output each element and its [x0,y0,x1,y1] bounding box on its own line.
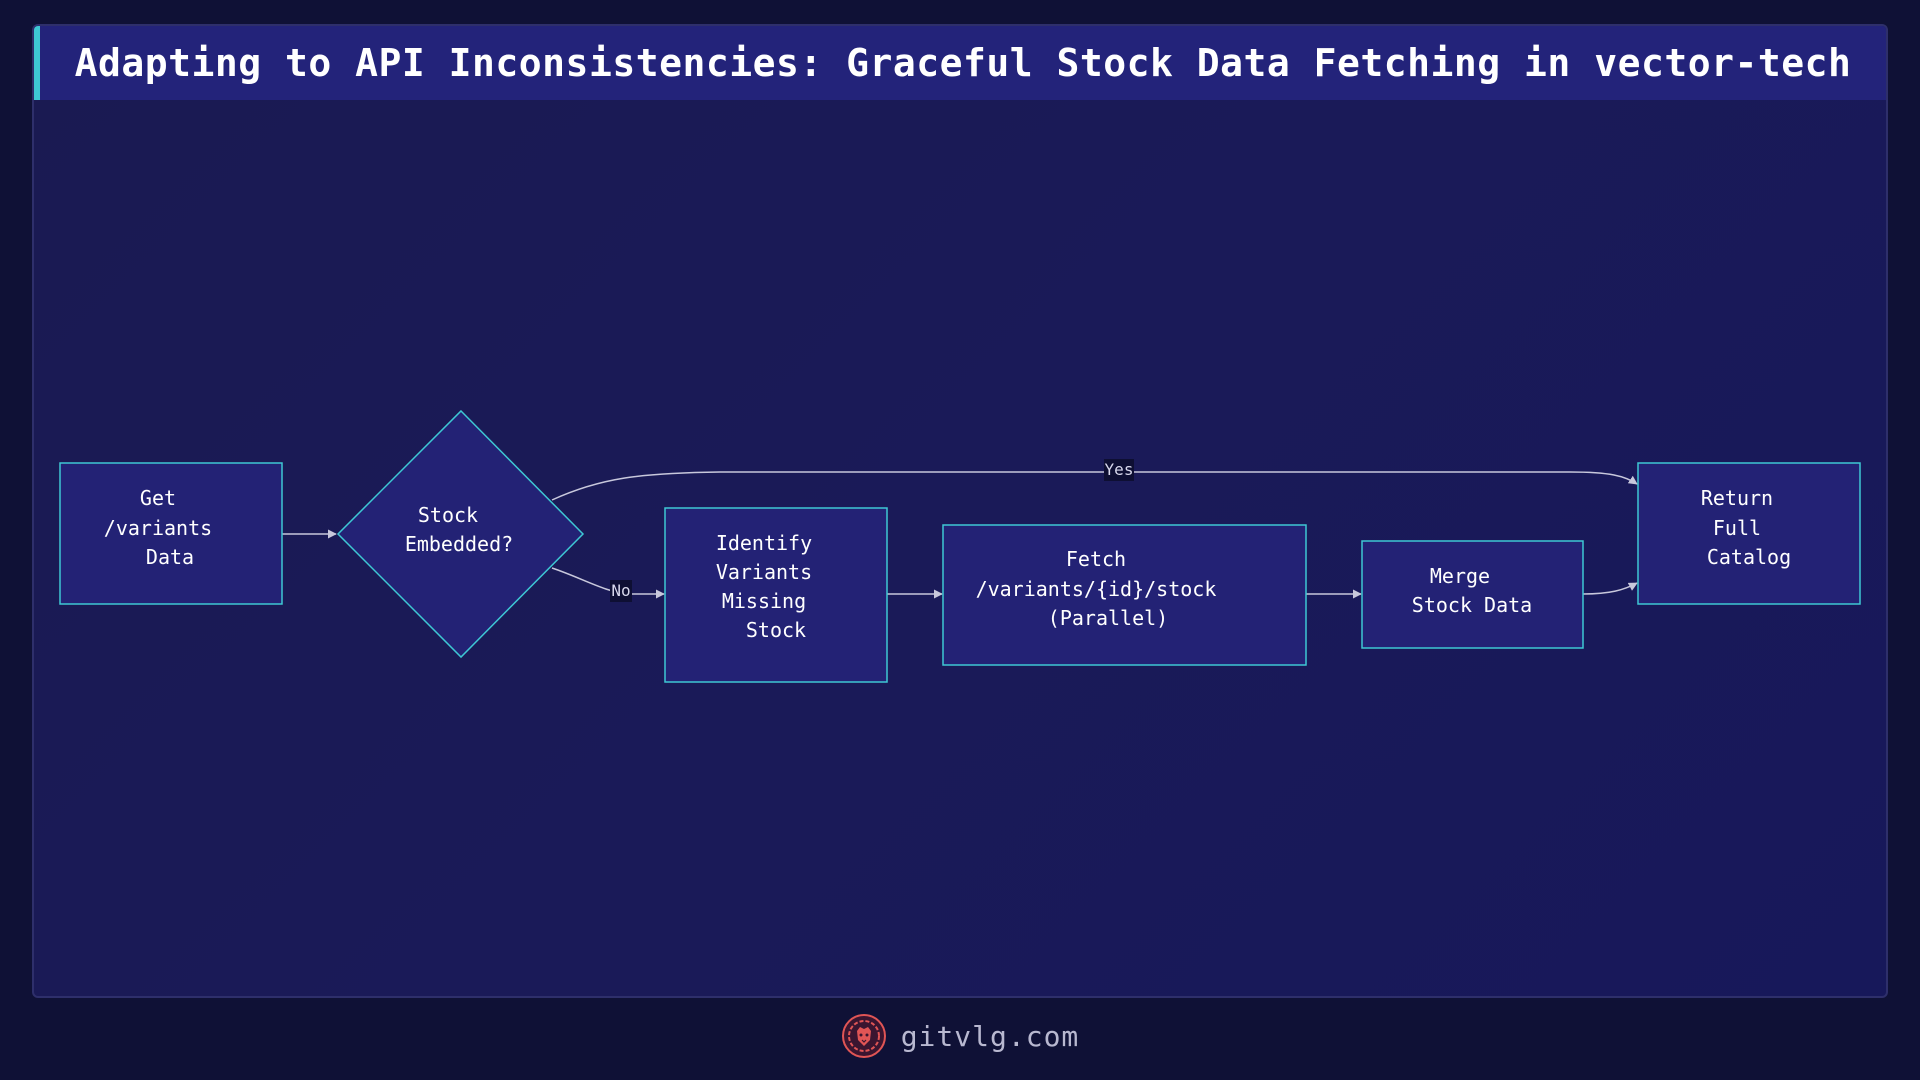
node-get-variants: Get /variants Data [59,462,283,605]
edge-yes [551,471,1638,501]
svg-text:No: No [611,581,630,600]
svg-text:Fetch /variants/{id}/sto: Fetch /variants/{id}/stock (Parallel) [976,547,1229,630]
node-return-catalog: Return Full Catalog [1637,462,1861,605]
title-bar: Adapting to API Inconsistencies: Gracefu… [34,26,1886,100]
svg-text:Get /variants Data: Get /variants Data [104,486,224,569]
svg-text:Identify Variants: Identify Variants Missing Stock [716,531,824,642]
diagram-panel: Adapting to API Inconsistencies: Gracefu… [32,24,1888,998]
page-title: Adapting to API Inconsistencies: Gracefu… [74,41,1852,85]
node-identify-missing: Identify Variants Missing Stock [664,507,888,683]
node-fetch-stock: Fetch /variants/{id}/stock (Parallel) [942,524,1307,666]
node-merge-stock: Merge Stock Data [1361,540,1584,649]
lion-head-icon [841,1014,886,1058]
node-stock-embedded-decision: Stock Embedded? [336,409,585,659]
edge-merge-to-return [1582,582,1638,595]
svg-text:Merge Stock Data: Merge Stock Data [1412,564,1532,617]
edge-label-no: No [610,580,632,602]
svg-text:Stock Embedded?: Stock Embedded? [405,503,513,556]
svg-text:Return Full Catalo: Return Full Catalog [1701,486,1791,569]
edge-label-yes: Yes [1104,459,1134,481]
footer: gitvlg.com [0,1008,1920,1064]
edge-no [551,567,665,599]
footer-site-link[interactable]: gitvlg.com [900,1019,1080,1053]
svg-text:Yes: Yes [1105,460,1134,479]
